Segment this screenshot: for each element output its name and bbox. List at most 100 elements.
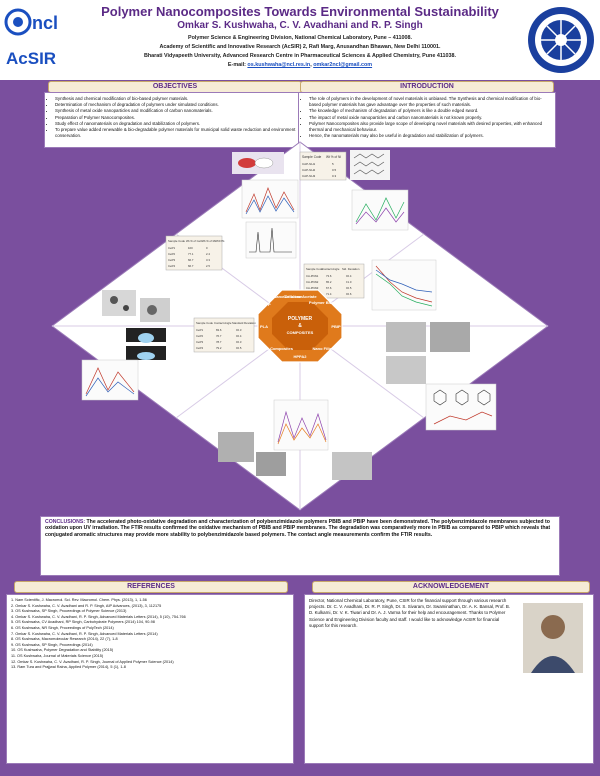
table-contact-angle-cep: Sample Code Contact Angle Standard Devia… <box>193 317 256 353</box>
svg-text:PP: PP <box>265 302 271 307</box>
ncl-logo: ncl <box>4 8 58 36</box>
svg-text:2.5: 2.5 <box>206 264 210 268</box>
reference-item: 8. OS Kushwaha, Macromolecular Research … <box>11 637 118 642</box>
svg-text:CeP2: CeP2 <box>196 334 203 338</box>
svg-text:±0.3: ±0.3 <box>236 340 242 344</box>
svg-text:CAP-NH1: CAP-NH1 <box>302 162 316 166</box>
table-nickel: Sample Code Wt % of Ni CAP-NH1 5 CAP-NH2 0… <box>299 151 347 181</box>
reference-item: 4. Omkar S. Kushwaha, C. V. Avadhani, R.… <box>11 614 186 619</box>
svg-text:Wt.% of CeO: Wt.% of CeO <box>186 239 203 243</box>
conclusions-text: The accelerated photo-oxidative degradat… <box>45 519 551 538</box>
objective-item: Study effect of nanomaterials on degrada… <box>55 121 297 127</box>
affiliations: Polymer Science & Engineering Division, … <box>80 34 520 70</box>
poster-title: Polymer Nanocomposites Towards Environme… <box>101 4 499 19</box>
svg-text:CAP-NH2: CAP-NH2 <box>302 168 316 172</box>
reference-item: 3. OS Kushwaha, SP Singh, Proceedings of… <box>11 609 127 614</box>
svg-text:0: 0 <box>206 246 208 250</box>
conclusions-box: CONCLUSIONS: The accelerated photo-oxida… <box>40 516 560 576</box>
authors: Omkar S. Kushwaha, C. V. Avadhani and R.… <box>177 20 423 31</box>
svg-text:65.2: 65.2 <box>326 280 332 284</box>
image-pills <box>232 152 284 174</box>
reference-item: 12. Omkar S. Kushwaha, C. V. Avadhani, R… <box>11 659 174 664</box>
svg-text:±0.4: ±0.4 <box>346 274 352 278</box>
svg-text:±0.4: ±0.4 <box>236 334 242 338</box>
svg-text:83.6: 83.6 <box>216 328 222 332</box>
svg-text:Wt.% of MWCNTs: Wt.% of MWCNTs <box>202 239 225 243</box>
objectives-box: Synthesis and chemical modification of b… <box>44 92 302 148</box>
svg-text:Standard Deviation: Standard Deviation <box>232 321 256 325</box>
reference-item: 13. Ram Tura and Prajjwal Raina, Applied… <box>11 665 126 670</box>
references-heading: REFERENCES <box>14 581 288 593</box>
objective-item: Determination of mechanism of degradatio… <box>55 102 297 108</box>
plot-left-lower <box>81 359 139 401</box>
conclusions-label: CONCLUSIONS: <box>45 519 86 525</box>
intro-item: The role of polymers in the development … <box>309 96 551 108</box>
svg-text:3.3: 3.3 <box>206 258 210 262</box>
svg-text:CA-PNN2: CA-PNN2 <box>306 280 319 284</box>
svg-text:±0.5: ±0.5 <box>346 286 352 290</box>
svg-text:CA-PNN3: CA-PNN3 <box>306 286 319 290</box>
svg-text:0.3: 0.3 <box>332 174 337 178</box>
email-line: E-mail: os.kushwaha@ncl.res.in, omkar2nc… <box>80 61 520 70</box>
svg-text:2.4: 2.4 <box>206 252 210 256</box>
email-separator: , <box>310 62 312 68</box>
svg-text:71.4: 71.4 <box>326 292 332 296</box>
intro-item: Hence, the nanomaterials may also be use… <box>309 133 551 139</box>
table-ceo-mwcnt: Sample Code Wt.% of CeO Wt.% of MWCNTs C… <box>165 235 225 271</box>
email-label: E-mail: <box>227 62 246 68</box>
svg-text:CeP4: CeP4 <box>168 264 175 268</box>
plot-degradation-curves <box>371 259 437 311</box>
svg-text:CAP-NH3: CAP-NH3 <box>302 174 316 178</box>
svg-text:Sample Code: Sample Code <box>168 239 185 243</box>
svg-text:Sample Code: Sample Code <box>302 155 322 159</box>
svg-text:±0.5: ±0.5 <box>236 346 242 350</box>
reference-item: 7. Omkar S. Kushwaha, C. V. Avadhani, R.… <box>11 631 158 636</box>
svg-text:Wt % of Ni: Wt % of Ni <box>326 155 341 159</box>
plot-spectra-right <box>351 189 409 231</box>
objective-item: To prepare value added renewable & bio-d… <box>55 127 297 139</box>
svg-text:Contact Angle: Contact Angle <box>322 267 340 271</box>
svg-text:5: 5 <box>332 162 334 166</box>
svg-text:Nano Fillers: Nano Fillers <box>313 346 337 351</box>
image-tem-micrographs <box>102 290 170 322</box>
svg-text:CA-PNN1: CA-PNN1 <box>306 274 319 278</box>
email-link-2[interactable]: omkar2ncl@gmail.com <box>313 62 373 68</box>
svg-text:CeP3: CeP3 <box>196 340 203 344</box>
reference-item: 6. OS Kushwaha, NR Singh, Proceedings of… <box>11 625 114 630</box>
reference-item: 1. Nam Scientific, J. Macromol. Sci. Rev… <box>11 598 147 602</box>
reference-item: 5. OS Kushwaha, CV Avadhani, RP Singh, C… <box>11 620 155 625</box>
svg-text:CeP1: CeP1 <box>196 328 203 332</box>
image-contact-angle-drops <box>126 328 166 360</box>
plot-xrd <box>245 221 297 259</box>
acknowledgement-text: Director, National Chemical Laboratory, … <box>309 598 510 628</box>
reference-item: 9. OS Kushwaha, SP Singh, Proceedings (2… <box>11 642 93 647</box>
svg-text:78.7: 78.7 <box>216 340 222 344</box>
plot-structures-right <box>425 383 497 431</box>
intro-item: Polymer Nanocomposites also provide larg… <box>309 121 551 133</box>
reference-item: 10. OS Kushwaha, Polymer Degradation and… <box>11 648 114 653</box>
svg-text:Nano Cellulose: Nano Cellulose <box>274 294 304 299</box>
affiliation-line: Polymer Science & Engineering Division, … <box>188 35 412 41</box>
svg-text:COMPOSITES: COMPOSITES <box>287 330 314 335</box>
svg-text:Sample Code: Sample Code <box>306 267 323 271</box>
acsir-logo: AcSIR <box>6 49 56 68</box>
introduction-box: The role of polymers in the development … <box>298 92 556 148</box>
objective-item: Preparation of Polymer Nanocomposites. <box>55 115 297 121</box>
affiliation-line: Academy of Scientific and Innovative Res… <box>159 44 441 50</box>
csir-emblem <box>528 7 594 73</box>
svg-text:Nano Composites: Nano Composites <box>259 346 294 351</box>
svg-text:ncl: ncl <box>32 13 58 33</box>
header: ncl AcSIR Polymer Nanocomposites Towards… <box>0 0 600 80</box>
affiliation-line: Bharati Vidyapeeth University, Advanced … <box>143 53 457 59</box>
svg-text:79.2: 79.2 <box>216 346 222 350</box>
svg-text:100: 100 <box>188 246 193 250</box>
svg-text:AcSIR: AcSIR <box>6 49 56 68</box>
svg-text:Cellulose Acetate: Cellulose Acetate <box>283 294 317 299</box>
email-link-1[interactable]: os.kushwaha@ncl.res.in <box>247 62 311 68</box>
reference-item: 11. OS Kushwaha, Journal of Materials Sc… <box>11 653 104 658</box>
acknowledgement-heading: ACKNOWLEDGEMENT <box>312 581 590 593</box>
author-photo <box>523 603 583 673</box>
svg-text:0.5: 0.5 <box>332 168 337 172</box>
svg-text:PBIP: PBIP <box>331 324 341 329</box>
svg-text:Std. Deviation: Std. Deviation <box>342 267 360 271</box>
